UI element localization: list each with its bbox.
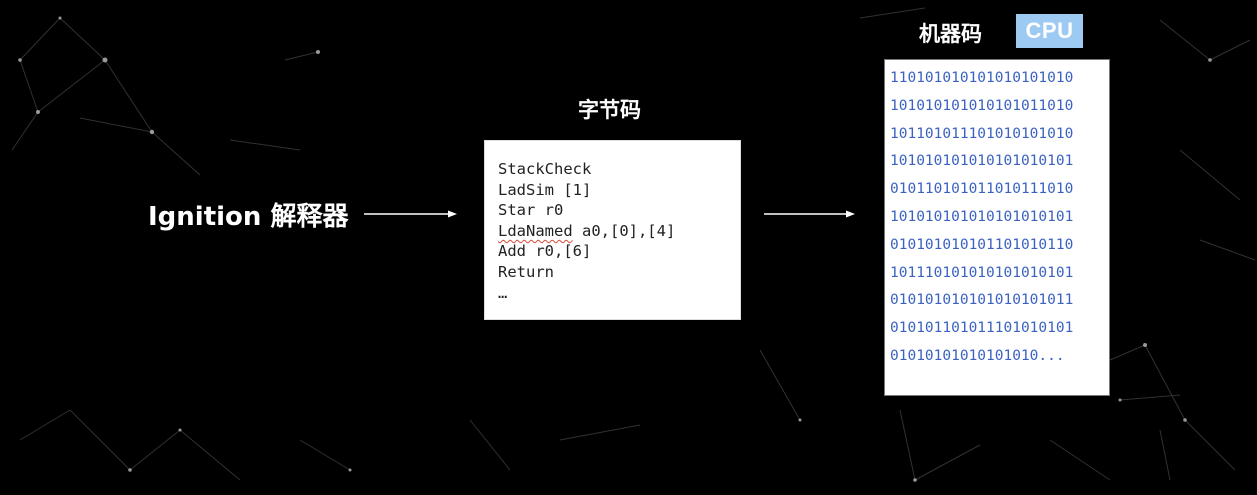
machine-code-line: 010101101011101010101 <box>890 320 1074 337</box>
spellcheck-squiggle-word: LdaNamed <box>498 221 573 240</box>
machine-code-line: 01010101010101010... <box>890 347 1065 364</box>
machine-code-line: 101010101010101010101 <box>890 208 1074 225</box>
machine-code-title: 机器码 <box>919 22 982 46</box>
bytecode-line: Star r0 <box>498 201 564 220</box>
machine-code-line: 101010101010101010101 <box>890 153 1074 170</box>
machine-code-panel: 110101010101010101010 101010101010101011… <box>884 59 1110 396</box>
machine-code-line: 010110101011010111010 <box>890 181 1074 198</box>
bytecode-line: StackCheck <box>498 160 592 178</box>
machine-code-line: 101101011101010101010 <box>890 125 1074 142</box>
machine-code-line: 110101010101010101010 <box>890 70 1074 86</box>
bytecode-line: LadSim [1] <box>498 180 592 199</box>
machine-code-line: 101010101010101011010 <box>890 97 1074 114</box>
bytecode-panel: StackCheck LadSim [1] Star r0 LdaNamed a… <box>484 140 741 320</box>
machine-code-line: 101110101010101010101 <box>890 264 1074 281</box>
ignition-interpreter-label: Ignition 解释器 <box>148 202 349 232</box>
arrow-bytecode-to-machine-code <box>764 210 855 218</box>
arrow-interpreter-to-bytecode <box>364 210 457 218</box>
cpu-badge: CPU <box>1016 14 1083 48</box>
machine-code-line: 010101010101101010110 <box>890 236 1074 253</box>
bytecode-ellipsis: … <box>498 283 508 302</box>
bytecode-title: 字节码 <box>578 98 641 122</box>
bytecode-line: LdaNamed a0,[0],[4] <box>498 221 740 242</box>
bytecode-line-rest: a0,[0],[4] <box>572 221 676 240</box>
machine-code-line: 010101010101010101011 <box>890 292 1074 309</box>
bytecode-line: Return <box>498 262 554 281</box>
bytecode-line: Add r0,[6] <box>498 242 592 261</box>
